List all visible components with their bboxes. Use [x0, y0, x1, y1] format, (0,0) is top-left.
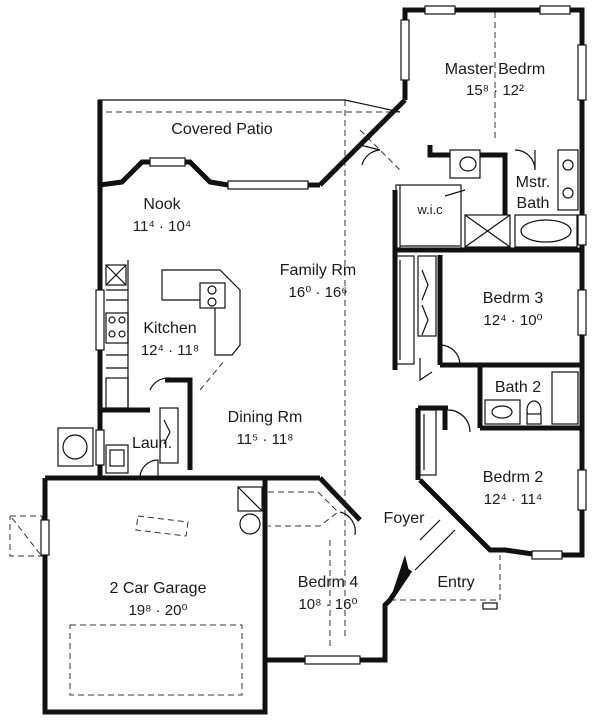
nook-label: Nook — [143, 196, 181, 213]
master-bedroom-label: Master Bedrm — [445, 61, 545, 78]
bath-fixtures — [449, 149, 579, 425]
bedroom-3-dim: 12⁴ · 10⁰ — [483, 312, 542, 329]
nook-dim: 11⁴ · 10⁴ — [133, 218, 191, 235]
windows — [40, 5, 587, 665]
garage-fixtures — [237, 486, 263, 535]
bedroom-3-label: Bedrm 3 — [483, 290, 544, 307]
bedroom-2-label: Bedrm 2 — [483, 469, 544, 486]
laundry-fixtures — [57, 427, 129, 474]
covered-patio-label: Covered Patio — [171, 121, 272, 138]
entry-label: Entry — [437, 574, 474, 591]
bedroom-4-label: Bedrm 4 — [298, 574, 359, 591]
family-room-label: Family Rm — [280, 262, 356, 279]
laundry-label: Laun. — [132, 435, 172, 452]
master-bedroom-dim: 15⁸ · 12² — [466, 82, 524, 99]
walk-in-closet-label: w.i.c — [416, 202, 443, 217]
foyer-label: Foyer — [384, 510, 426, 527]
garage-label: 2 Car Garage — [110, 580, 207, 597]
kitchen-fixtures — [105, 260, 241, 410]
kitchen-label: Kitchen — [143, 320, 196, 337]
closets — [159, 184, 462, 476]
master-bath-label-2: Bath — [517, 195, 550, 212]
dining-room-dim: 11⁵ · 11⁸ — [236, 431, 293, 448]
family-room-dim: 16⁰ · 16⁶ — [289, 284, 348, 301]
room-labels: Master Bedrm 15⁸ · 12² Covered Patio Noo… — [110, 61, 551, 619]
bath-2-label: Bath 2 — [495, 379, 541, 396]
entry-details — [390, 555, 498, 610]
bedroom-2-dim: 12⁴ · 11⁴ — [484, 491, 542, 508]
garage-dim: 19⁸ · 20⁰ — [128, 602, 187, 619]
dining-room-label: Dining Rm — [228, 409, 303, 426]
kitchen-dim: 12⁴ · 11⁸ — [141, 342, 199, 359]
master-bath-label-1: Mstr. — [516, 174, 551, 191]
doors — [139, 144, 536, 571]
patio-outline — [97, 99, 401, 185]
bedroom-4-dim: 10⁸ · 16⁰ — [298, 596, 357, 613]
dashed-outlines — [9, 12, 501, 696]
